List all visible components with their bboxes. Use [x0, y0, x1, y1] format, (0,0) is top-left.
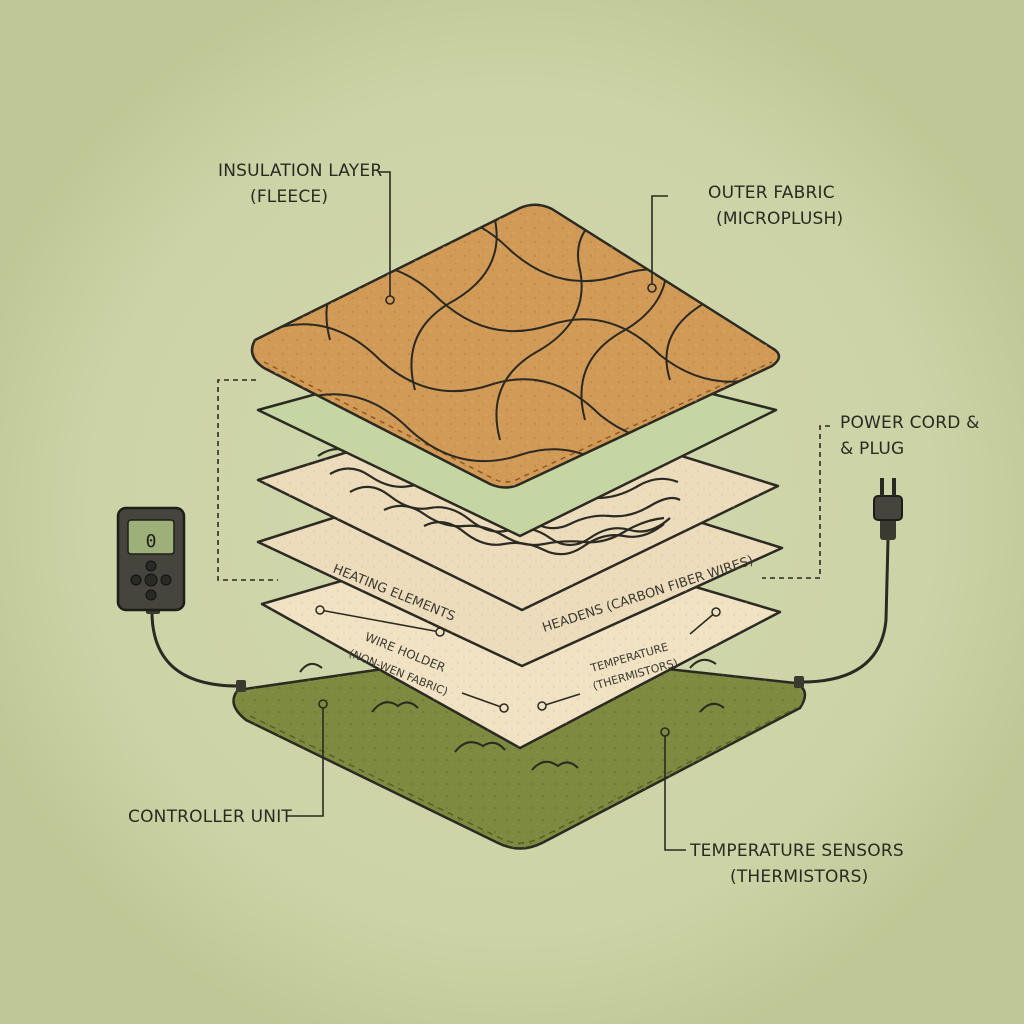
outer-fabric-layer [250, 203, 781, 489]
controller-display [127, 519, 175, 555]
controller-up-button[interactable] [145, 560, 157, 572]
controller-right-button[interactable] [160, 574, 172, 586]
outer-fabric-callout-sub: (MICROPLUSH) [716, 209, 844, 229]
controller-unit[interactable]: 0 [116, 506, 246, 692]
plug-icon [873, 495, 903, 521]
base-cushion-layer [232, 649, 807, 850]
temperature-sensors-callout: TEMPERATURE SENSORS (THERMISTORS) [690, 838, 904, 890]
sensors-callout-sub: (THERMISTORS) [730, 867, 869, 887]
power-cord-callout-sub: & PLUG [840, 439, 905, 459]
controller-center-button[interactable] [144, 573, 158, 587]
controller-down-button[interactable] [145, 589, 157, 601]
power-cord-plug[interactable] [794, 478, 903, 688]
sensors-callout-title: TEMPERATURE SENSORS [690, 841, 904, 861]
insulation-callout-sub: (FLEECE) [250, 187, 329, 207]
insulation-layer-callout: INSULATION LAYER (FLEECE) [218, 158, 382, 210]
controller-left-button[interactable] [130, 574, 142, 586]
power-cord-callout-title: POWER CORD & [840, 413, 980, 433]
insulation-callout-title: INSULATION LAYER [218, 161, 383, 181]
plug-neck [880, 516, 896, 540]
power-cord-callout: POWER CORD & & PLUG [840, 410, 980, 462]
controller-unit-callout: CONTROLLER UNIT [128, 804, 292, 830]
controller-display-value: 0 [146, 531, 157, 552]
controller-callout-title: CONTROLLER UNIT [128, 807, 293, 827]
outer-fabric-callout: OUTER FABRIC (MICROPLUSH) [708, 180, 843, 232]
callout-lines [217, 171, 830, 851]
outer-fabric-callout-title: OUTER FABRIC [708, 183, 835, 203]
